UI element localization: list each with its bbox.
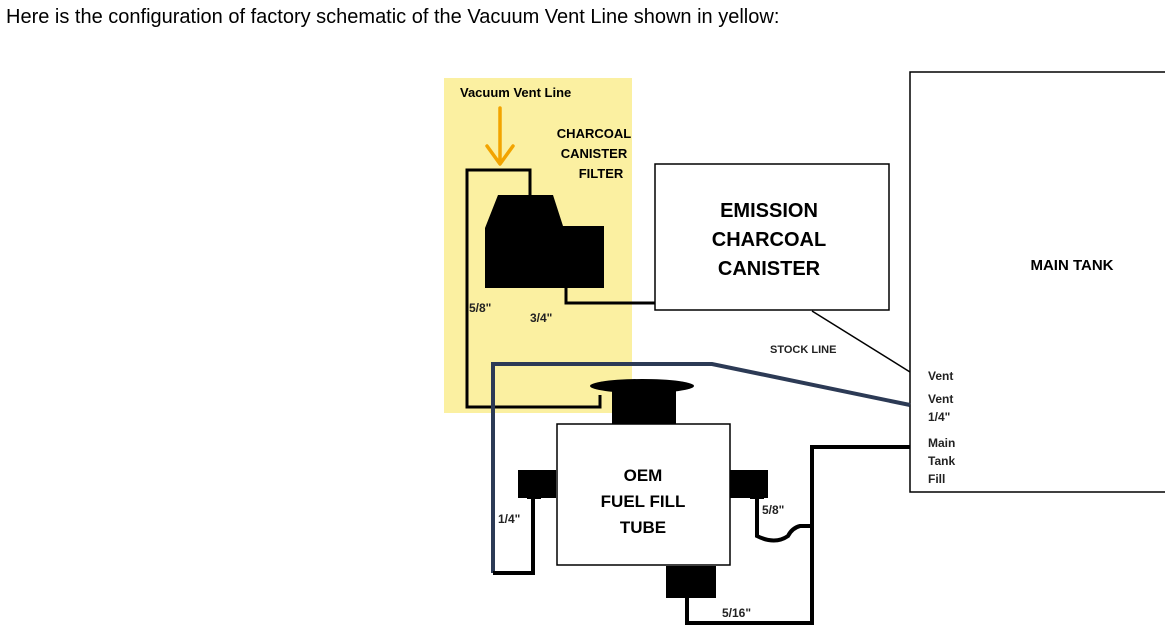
fuel-fill-label-3: TUBE [620, 518, 666, 537]
bottom-connector [666, 566, 716, 598]
charcoal-filter [485, 195, 604, 288]
stock-line-label: STOCK LINE [770, 344, 836, 356]
vent-quarter-line-down [493, 497, 535, 575]
port-vent-quarter-label-2: 1/4" [928, 410, 950, 424]
intro-text: Here is the configuration of factory sch… [6, 6, 780, 28]
line-five-sixteenths [685, 526, 814, 625]
vent-arrow [485, 106, 515, 166]
size-five-eighths-left: 5/8" [469, 301, 491, 315]
port-main-fill-label-2: Tank [928, 454, 955, 468]
port-main-fill-label-3: Fill [928, 472, 945, 486]
size-three-quarters: 3/4" [530, 311, 552, 325]
vent-quarter-line [491, 362, 911, 573]
emission-label-2: CHARCOAL [712, 229, 826, 251]
stock-line [811, 310, 911, 373]
emission-label-3: CANISTER [718, 258, 821, 280]
emission-label-1: EMISSION [720, 200, 818, 222]
size-five-sixteenths: 5/16" [722, 606, 751, 620]
charcoal-filter-label-2: CANISTER [561, 146, 628, 161]
vent-line-left [465, 168, 602, 409]
fuel-cap-neck [612, 388, 676, 424]
fuel-fill-label-1: OEM [624, 466, 663, 485]
line-three-quarters [564, 288, 655, 305]
main-tank [909, 71, 1165, 493]
vacuum-vent-line-label: Vacuum Vent Line [460, 85, 571, 100]
emission-charcoal-canister [654, 163, 890, 311]
charcoal-filter-label-3: FILTER [579, 166, 624, 181]
port-vent-label: Vent [928, 369, 953, 383]
port-vent-quarter-label-1: Vent [928, 392, 953, 406]
right-connector-stub [750, 483, 764, 499]
size-quarter-left: 1/4" [498, 512, 520, 526]
left-connector-stub [527, 483, 541, 499]
size-five-eighths-right: 5/8" [762, 503, 784, 517]
fuel-fill-label-2: FUEL FILL [601, 492, 686, 511]
port-main-fill-label-1: Main [928, 436, 955, 450]
charcoal-filter-label-1: CHARCOAL [557, 126, 631, 141]
main-tank-label: MAIN TANK [1030, 257, 1113, 274]
line-five-eighths-right [755, 445, 910, 543]
